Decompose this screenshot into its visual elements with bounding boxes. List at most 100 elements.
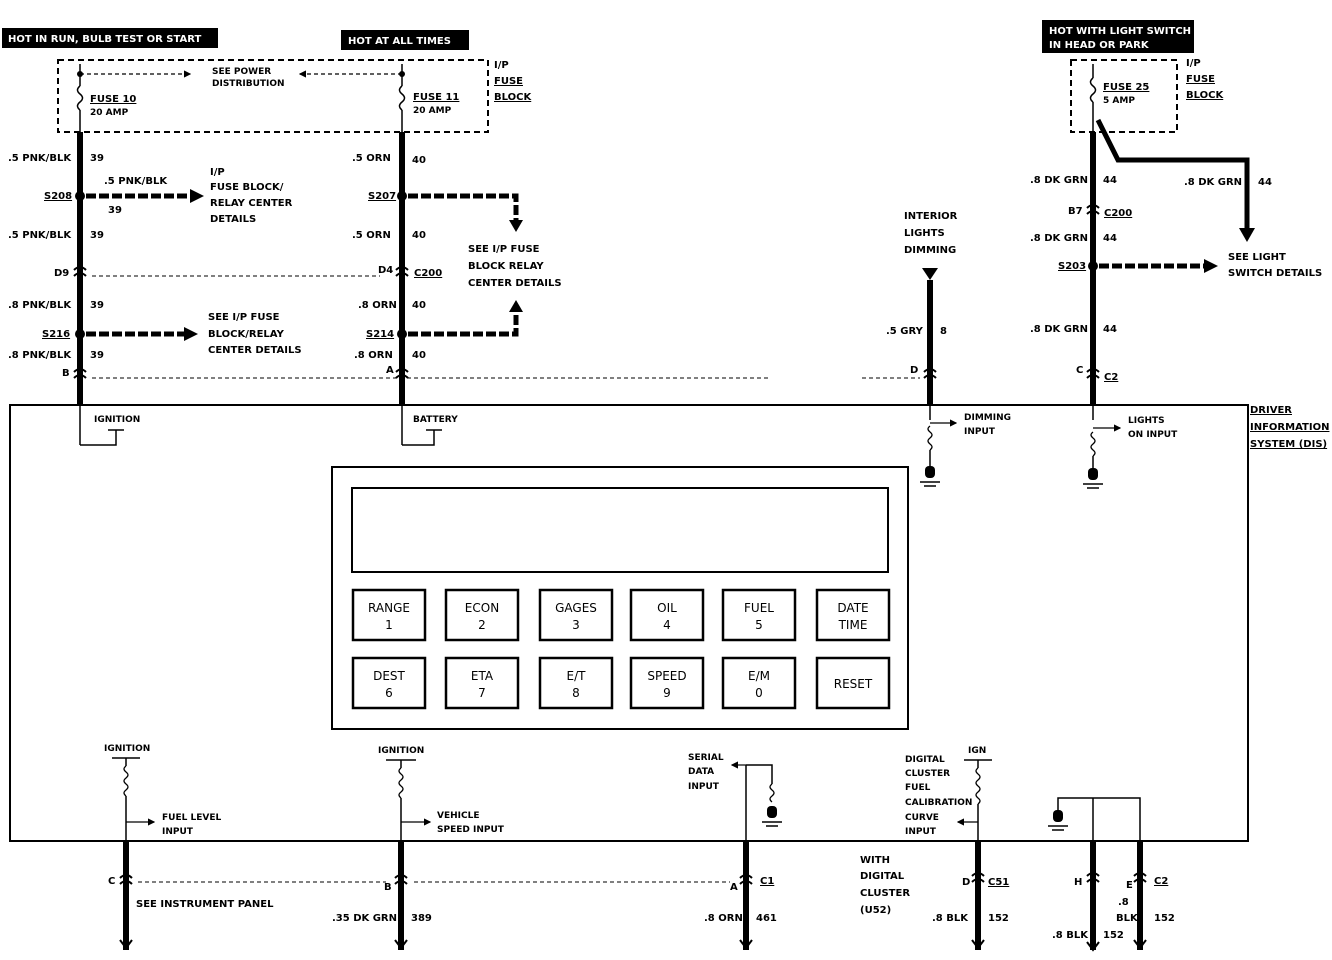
diagram-label: DIGITAL	[905, 755, 945, 765]
diagram-label: DATA	[688, 767, 714, 777]
diagram-label: I/P	[210, 167, 225, 178]
diagram-label: FUSE BLOCK/	[210, 182, 284, 193]
diagram-label: SEE LIGHT	[1228, 252, 1286, 263]
diagram-label: D	[962, 877, 970, 888]
header-light-switch-text-1: HOT WITH LIGHT SWITCH	[1049, 26, 1191, 37]
diagram-label: S207	[368, 191, 396, 202]
diagram-label: CENTER DETAILS	[208, 345, 302, 356]
key-et[interactable]: E/T 8	[538, 656, 614, 710]
diagram-label: SPEED INPUT	[437, 825, 505, 835]
diagram-label: RESET	[834, 677, 873, 691]
diagram-label: 44	[1103, 175, 1117, 186]
diagram-label: DIGITAL	[860, 871, 905, 882]
diagram-label: B	[384, 882, 392, 893]
key-em[interactable]: E/M 0	[721, 656, 797, 710]
diagram-label: CLUSTER	[860, 888, 910, 899]
diagram-label: E	[1126, 880, 1133, 891]
diagram-label: E/T	[567, 669, 587, 683]
diagram-label: 3	[572, 618, 580, 632]
diagram-label: IGNITION	[378, 746, 424, 756]
diagram-label: 5	[755, 618, 763, 632]
diagram-label: .8 PNK/BLK	[8, 350, 72, 361]
diagram-label: BLK	[1116, 913, 1139, 924]
diagram-label: SEE I/P FUSE	[208, 312, 280, 323]
fuse-block-2	[1070, 59, 1178, 133]
fuse-25-symbol	[1089, 77, 1097, 103]
fuse-11-symbol	[398, 85, 406, 111]
diagram-label: C51	[988, 877, 1009, 888]
diagram-label: SWITCH DETAILS	[1228, 268, 1322, 279]
diagram-label: E/M	[748, 669, 770, 683]
diagram-label: CLUSTER	[905, 769, 950, 779]
diagram-label: LIGHTS	[1128, 416, 1165, 426]
fuse-block-1	[57, 59, 489, 133]
fuse-block-2-label-1: I/P	[1186, 58, 1201, 69]
diagram-label: 40	[412, 350, 426, 361]
diagram-label: CURVE	[905, 813, 939, 823]
diagram-label: 6	[385, 686, 393, 700]
fuse-block-1-label-3: BLOCK	[494, 92, 532, 103]
diagram-label: D4	[378, 265, 393, 276]
diagram-label: DIMMING	[964, 413, 1011, 423]
diagram-label: BLOCK/RELAY	[208, 329, 285, 340]
fuse-10-amp: 20 AMP	[90, 108, 129, 118]
key-reset[interactable]: RESET	[815, 656, 891, 710]
diagram-label: .5 ORN	[352, 153, 391, 164]
diagram-label: INTERIOR	[904, 211, 958, 222]
diagram-label: .5 PNK/BLK	[104, 176, 168, 187]
key-range[interactable]: RANGE 1	[351, 588, 427, 642]
fuse-block-1-label-1: I/P	[494, 60, 509, 71]
diagram-label: D9	[54, 268, 69, 279]
diagram-label: INPUT	[964, 427, 996, 437]
diagram-label: BATTERY	[413, 415, 458, 425]
diagram-label: 152	[1154, 913, 1175, 924]
diagram-label: IGN	[968, 746, 986, 756]
diagram-label: .8 DK GRN	[1030, 324, 1088, 335]
diagram-label: .8 DK GRN	[1030, 175, 1088, 186]
diagram-label: SEE I/P FUSE	[468, 244, 540, 255]
diagram-label: C2	[1104, 372, 1118, 383]
diagram-label: .5 ORN	[352, 230, 391, 241]
fuse-25-name: FUSE 25	[1103, 82, 1149, 93]
diagram-label: WITH	[860, 855, 890, 866]
header-light-switch-text-2: IN HEAD OR PARK	[1049, 40, 1150, 51]
diagram-label: INPUT	[688, 782, 720, 792]
display-panel	[331, 466, 909, 730]
diagram-label: 0	[755, 686, 763, 700]
diagram-label: VEHICLE	[437, 811, 479, 821]
diagram-label: .8 ORN	[704, 913, 743, 924]
diagram-label: ON INPUT	[1128, 430, 1178, 440]
diagram-label: (U52)	[860, 905, 891, 916]
fuse-10-name: FUSE 10	[90, 94, 136, 105]
diagram-label: 39	[90, 153, 104, 164]
diagram-label: 8	[572, 686, 580, 700]
diagram-label: A	[730, 882, 738, 893]
module-name-3: SYSTEM (DIS)	[1250, 439, 1327, 450]
diagram-label: RANGE	[368, 601, 410, 615]
diagram-label: 1	[385, 618, 393, 632]
diagram-label: S214	[366, 329, 394, 340]
header-run-bulb	[2, 28, 218, 48]
fuse-11-name: FUSE 11	[413, 92, 459, 103]
diagram-label: .8 DK GRN	[1030, 233, 1088, 244]
diagram-label: A	[386, 365, 394, 376]
diagram-label: LIGHTS	[904, 228, 945, 239]
diagram-label: .8 ORN	[358, 300, 397, 311]
diagram-label: .5 PNK/BLK	[8, 230, 72, 241]
diagram-label: 39	[108, 205, 122, 216]
diagram-label: C200	[414, 268, 442, 279]
diagram-label: 44	[1103, 324, 1117, 335]
header-light-switch	[1042, 20, 1194, 53]
header-all-times-text: HOT AT ALL TIMES	[348, 36, 451, 47]
diagram-label: SEE INSTRUMENT PANEL	[136, 899, 274, 910]
diagram-label: 7	[478, 686, 486, 700]
diagram-label: 40	[412, 230, 426, 241]
